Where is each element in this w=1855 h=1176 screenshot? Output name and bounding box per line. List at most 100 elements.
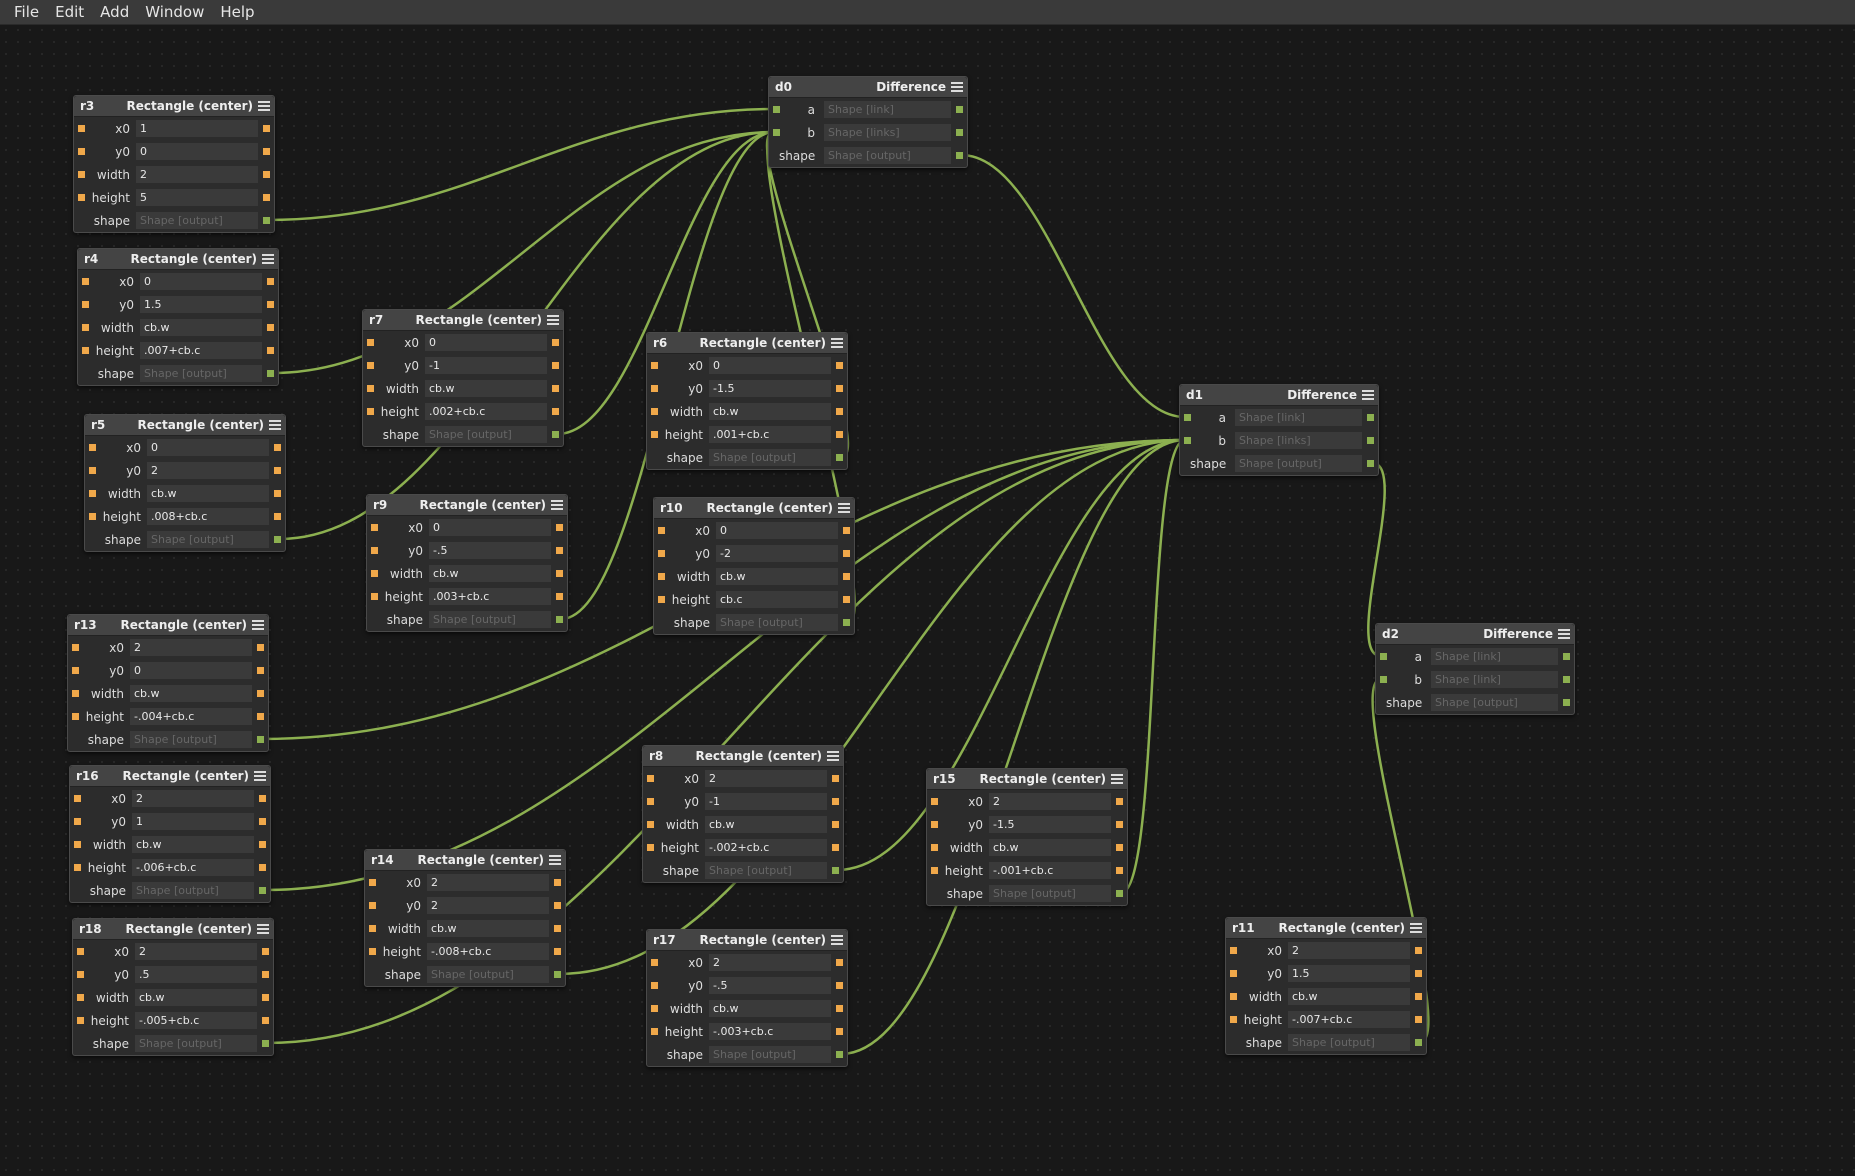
field-input[interactable]: 2 bbox=[1288, 942, 1410, 959]
input-port[interactable] bbox=[1184, 437, 1191, 444]
output-port[interactable] bbox=[843, 527, 850, 534]
input-port[interactable] bbox=[651, 1028, 658, 1035]
output-port[interactable] bbox=[1415, 1039, 1422, 1046]
output-port[interactable] bbox=[1563, 699, 1570, 706]
menu-help[interactable]: Help bbox=[220, 3, 255, 21]
output-port[interactable] bbox=[556, 524, 563, 531]
node-menu-icon[interactable] bbox=[951, 82, 963, 92]
input-port[interactable] bbox=[371, 547, 378, 554]
field-input[interactable]: 2 bbox=[989, 793, 1111, 810]
menu-add[interactable]: Add bbox=[100, 3, 130, 21]
output-port[interactable] bbox=[274, 444, 281, 451]
input-port[interactable] bbox=[82, 347, 89, 354]
field-input[interactable]: -1 bbox=[705, 793, 827, 810]
input-port[interactable] bbox=[74, 841, 81, 848]
input-port[interactable] bbox=[647, 798, 654, 805]
output-port[interactable] bbox=[1116, 844, 1123, 851]
output-port[interactable] bbox=[259, 887, 266, 894]
input-port[interactable] bbox=[369, 879, 376, 886]
node-menu-icon[interactable] bbox=[257, 924, 269, 934]
field-input[interactable]: 1.5 bbox=[140, 296, 262, 313]
input-port[interactable] bbox=[931, 821, 938, 828]
output-port[interactable] bbox=[263, 217, 270, 224]
input-port[interactable] bbox=[651, 982, 658, 989]
field-input[interactable]: -2 bbox=[716, 545, 838, 562]
input-port[interactable] bbox=[658, 596, 665, 603]
field-input[interactable]: cb.w bbox=[1288, 988, 1410, 1005]
output-port[interactable] bbox=[259, 818, 266, 825]
output-port[interactable] bbox=[257, 690, 264, 697]
output-port[interactable] bbox=[257, 713, 264, 720]
field-input[interactable]: 0 bbox=[140, 273, 262, 290]
input-port[interactable] bbox=[658, 527, 665, 534]
output-port[interactable] bbox=[1415, 970, 1422, 977]
field-input[interactable]: cb.w bbox=[427, 920, 549, 937]
output-port[interactable] bbox=[552, 385, 559, 392]
node-menu-icon[interactable] bbox=[258, 101, 270, 111]
output-port[interactable] bbox=[1116, 867, 1123, 874]
output-port[interactable] bbox=[554, 971, 561, 978]
node-menu-icon[interactable] bbox=[551, 500, 563, 510]
field-input[interactable]: cb.w bbox=[140, 319, 262, 336]
field-input[interactable]: cb.w bbox=[989, 839, 1111, 856]
field-input[interactable]: 2 bbox=[427, 897, 549, 914]
field-input[interactable]: 2 bbox=[427, 874, 549, 891]
output-port[interactable] bbox=[1116, 890, 1123, 897]
input-port[interactable] bbox=[651, 362, 658, 369]
output-port[interactable] bbox=[263, 148, 270, 155]
field-input[interactable]: cb.w bbox=[147, 485, 269, 502]
node-menu-icon[interactable] bbox=[269, 420, 281, 430]
field-input[interactable]: cb.c bbox=[716, 591, 838, 608]
output-port[interactable] bbox=[554, 948, 561, 955]
field-input[interactable]: -.007+cb.c bbox=[1288, 1011, 1410, 1028]
output-port[interactable] bbox=[554, 879, 561, 886]
output-port[interactable] bbox=[843, 619, 850, 626]
output-port[interactable] bbox=[552, 362, 559, 369]
field-input[interactable]: 0 bbox=[425, 334, 547, 351]
output-port[interactable] bbox=[556, 570, 563, 577]
input-port[interactable] bbox=[651, 1005, 658, 1012]
field-input[interactable]: .5 bbox=[135, 966, 257, 983]
field-input[interactable]: 0 bbox=[716, 522, 838, 539]
output-port[interactable] bbox=[263, 194, 270, 201]
input-port[interactable] bbox=[77, 994, 84, 1001]
input-port[interactable] bbox=[647, 775, 654, 782]
output-port[interactable] bbox=[1367, 460, 1374, 467]
field-input[interactable]: -1.5 bbox=[709, 380, 831, 397]
field-input[interactable]: -.002+cb.c bbox=[705, 839, 827, 856]
output-port[interactable] bbox=[836, 1005, 843, 1012]
output-port[interactable] bbox=[259, 841, 266, 848]
input-port[interactable] bbox=[77, 948, 84, 955]
field-input[interactable]: 5 bbox=[136, 189, 258, 206]
output-port[interactable] bbox=[262, 1017, 269, 1024]
output-port[interactable] bbox=[1415, 947, 1422, 954]
output-port[interactable] bbox=[274, 513, 281, 520]
field-input[interactable]: .008+cb.c bbox=[147, 508, 269, 525]
field-input[interactable]: .007+cb.c bbox=[140, 342, 262, 359]
field-input[interactable]: -.003+cb.c bbox=[709, 1023, 831, 1040]
input-port[interactable] bbox=[369, 948, 376, 955]
input-port[interactable] bbox=[369, 925, 376, 932]
input-port[interactable] bbox=[931, 867, 938, 874]
menu-file[interactable]: File bbox=[14, 3, 40, 21]
